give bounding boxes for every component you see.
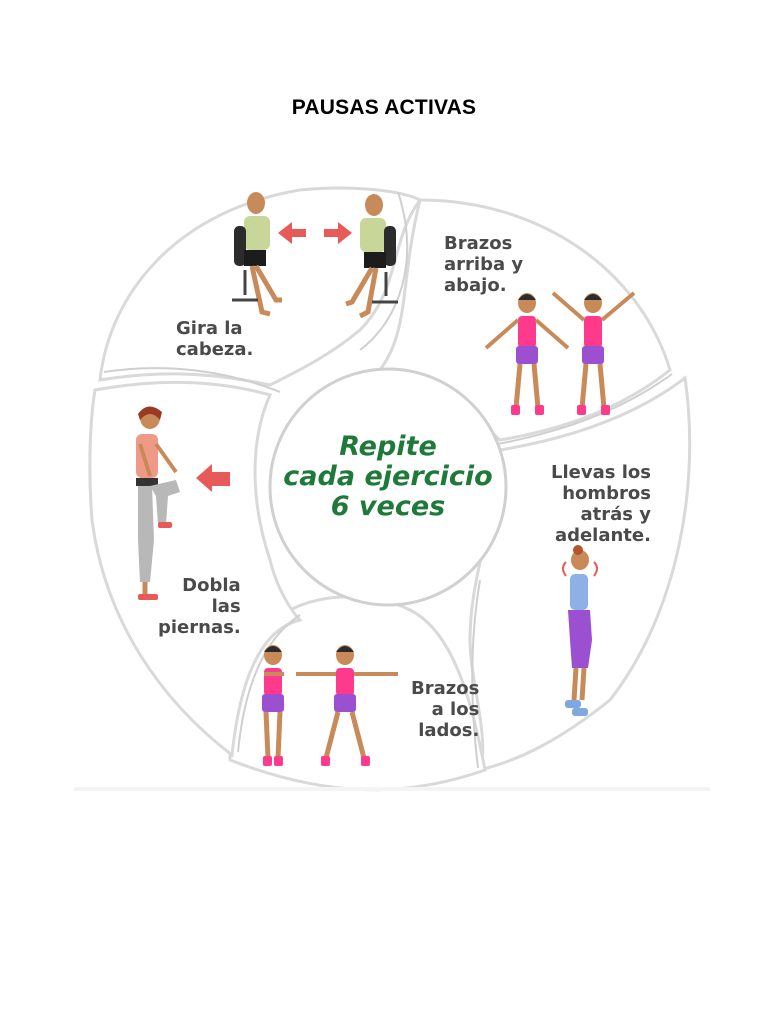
right-arrow-icon	[324, 222, 352, 244]
woman-arms-open-illustration	[296, 645, 398, 766]
woman-bend-leg-illustration	[136, 406, 180, 600]
woman-arms-front-illustration	[262, 645, 284, 766]
woman-arms-up-illustration	[551, 291, 636, 415]
center-message: Repite cada ejercicio 6 veces	[268, 432, 508, 522]
center-circle	[268, 367, 508, 607]
seated-person-left-illustration	[232, 192, 282, 317]
label-arms-sides: Brazos a los lados.	[411, 678, 480, 741]
label-arms-up-down: Brazos arriba y abajo.	[444, 233, 524, 296]
center-line-1: Repite	[339, 431, 437, 462]
image-bottom-edge	[74, 787, 710, 791]
center-line-3: 6 veces	[330, 491, 446, 522]
woman-shoulders-illustration	[562, 545, 598, 716]
center-line-2: cada ejercicio	[283, 461, 493, 492]
woman-arms-side-illustration	[484, 293, 570, 415]
page-title: PAUSAS ACTIVAS	[291, 96, 477, 119]
label-shoulders: Llevas los hombros atrás y adelante.	[551, 462, 651, 546]
seated-person-right-illustration	[345, 194, 398, 319]
label-bend-legs: Dobla las piernas.	[158, 575, 241, 638]
label-turn-head: Gira la cabeza.	[176, 318, 254, 360]
left-arrow-icon	[278, 222, 306, 244]
left-arrow-bend-icon	[196, 464, 230, 492]
